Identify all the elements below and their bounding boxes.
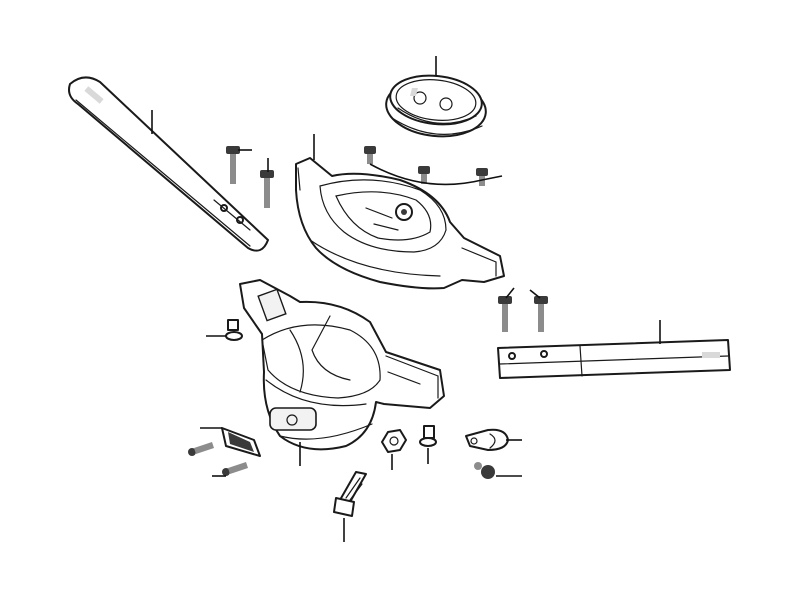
emblem-plate [221, 427, 261, 457]
flange-screw [474, 462, 495, 479]
steering-bolt [333, 471, 367, 517]
meter-screws [364, 146, 488, 186]
cable-clamp [465, 428, 509, 451]
handlebar-bolts-right [498, 296, 548, 332]
cover-screw-2 [188, 442, 214, 456]
cover-screw-3 [222, 462, 248, 476]
small-screw [419, 425, 437, 447]
lower-handle-cover [239, 279, 445, 451]
leader-bolt-3 [505, 287, 515, 299]
leader-bolt-4 [529, 289, 541, 299]
nut [381, 429, 407, 453]
handlebar-bolts-left [226, 146, 274, 208]
left-handlebar-tube [68, 76, 269, 252]
right-handlebar-tube [497, 339, 731, 379]
cover-screw-1 [225, 319, 243, 341]
meter-cover-lens [385, 74, 487, 138]
upper-handle-cover [295, 157, 505, 290]
leader-meter-screws [369, 163, 503, 186]
